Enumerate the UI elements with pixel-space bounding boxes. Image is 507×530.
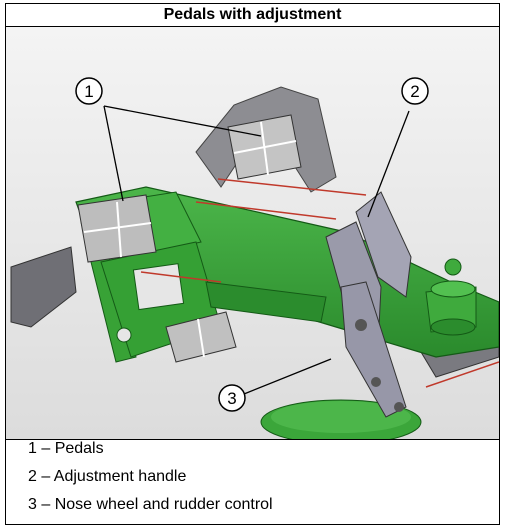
legend-item-pedals: 1 – Pedals bbox=[28, 440, 104, 457]
callout-1: 1 bbox=[75, 77, 103, 105]
diagram-frame: Pedals with adjustment bbox=[5, 3, 500, 525]
legend-item-nose-wheel-rudder: 3 – Nose wheel and rudder control bbox=[28, 496, 273, 513]
callout-3: 3 bbox=[218, 384, 246, 412]
pedal-right bbox=[227, 114, 302, 180]
pedal-left bbox=[77, 194, 157, 263]
pedal-lower bbox=[165, 311, 237, 363]
legend-item-adjustment-handle: 2 – Adjustment handle bbox=[28, 468, 187, 485]
svg-text:1: 1 bbox=[84, 82, 93, 101]
control-cables bbox=[140, 178, 499, 388]
svg-text:2: 2 bbox=[410, 82, 419, 101]
leader-lines bbox=[103, 105, 410, 395]
svg-text:3: 3 bbox=[227, 389, 236, 408]
adjustment-bracket bbox=[325, 191, 412, 418]
callout-2: 2 bbox=[401, 77, 429, 105]
diagram-title: Pedals with adjustment bbox=[163, 6, 342, 23]
pedal-assembly-drawing: 1 2 3 bbox=[6, 27, 499, 439]
pedal-assembly-figure: 1 2 3 bbox=[6, 26, 499, 440]
